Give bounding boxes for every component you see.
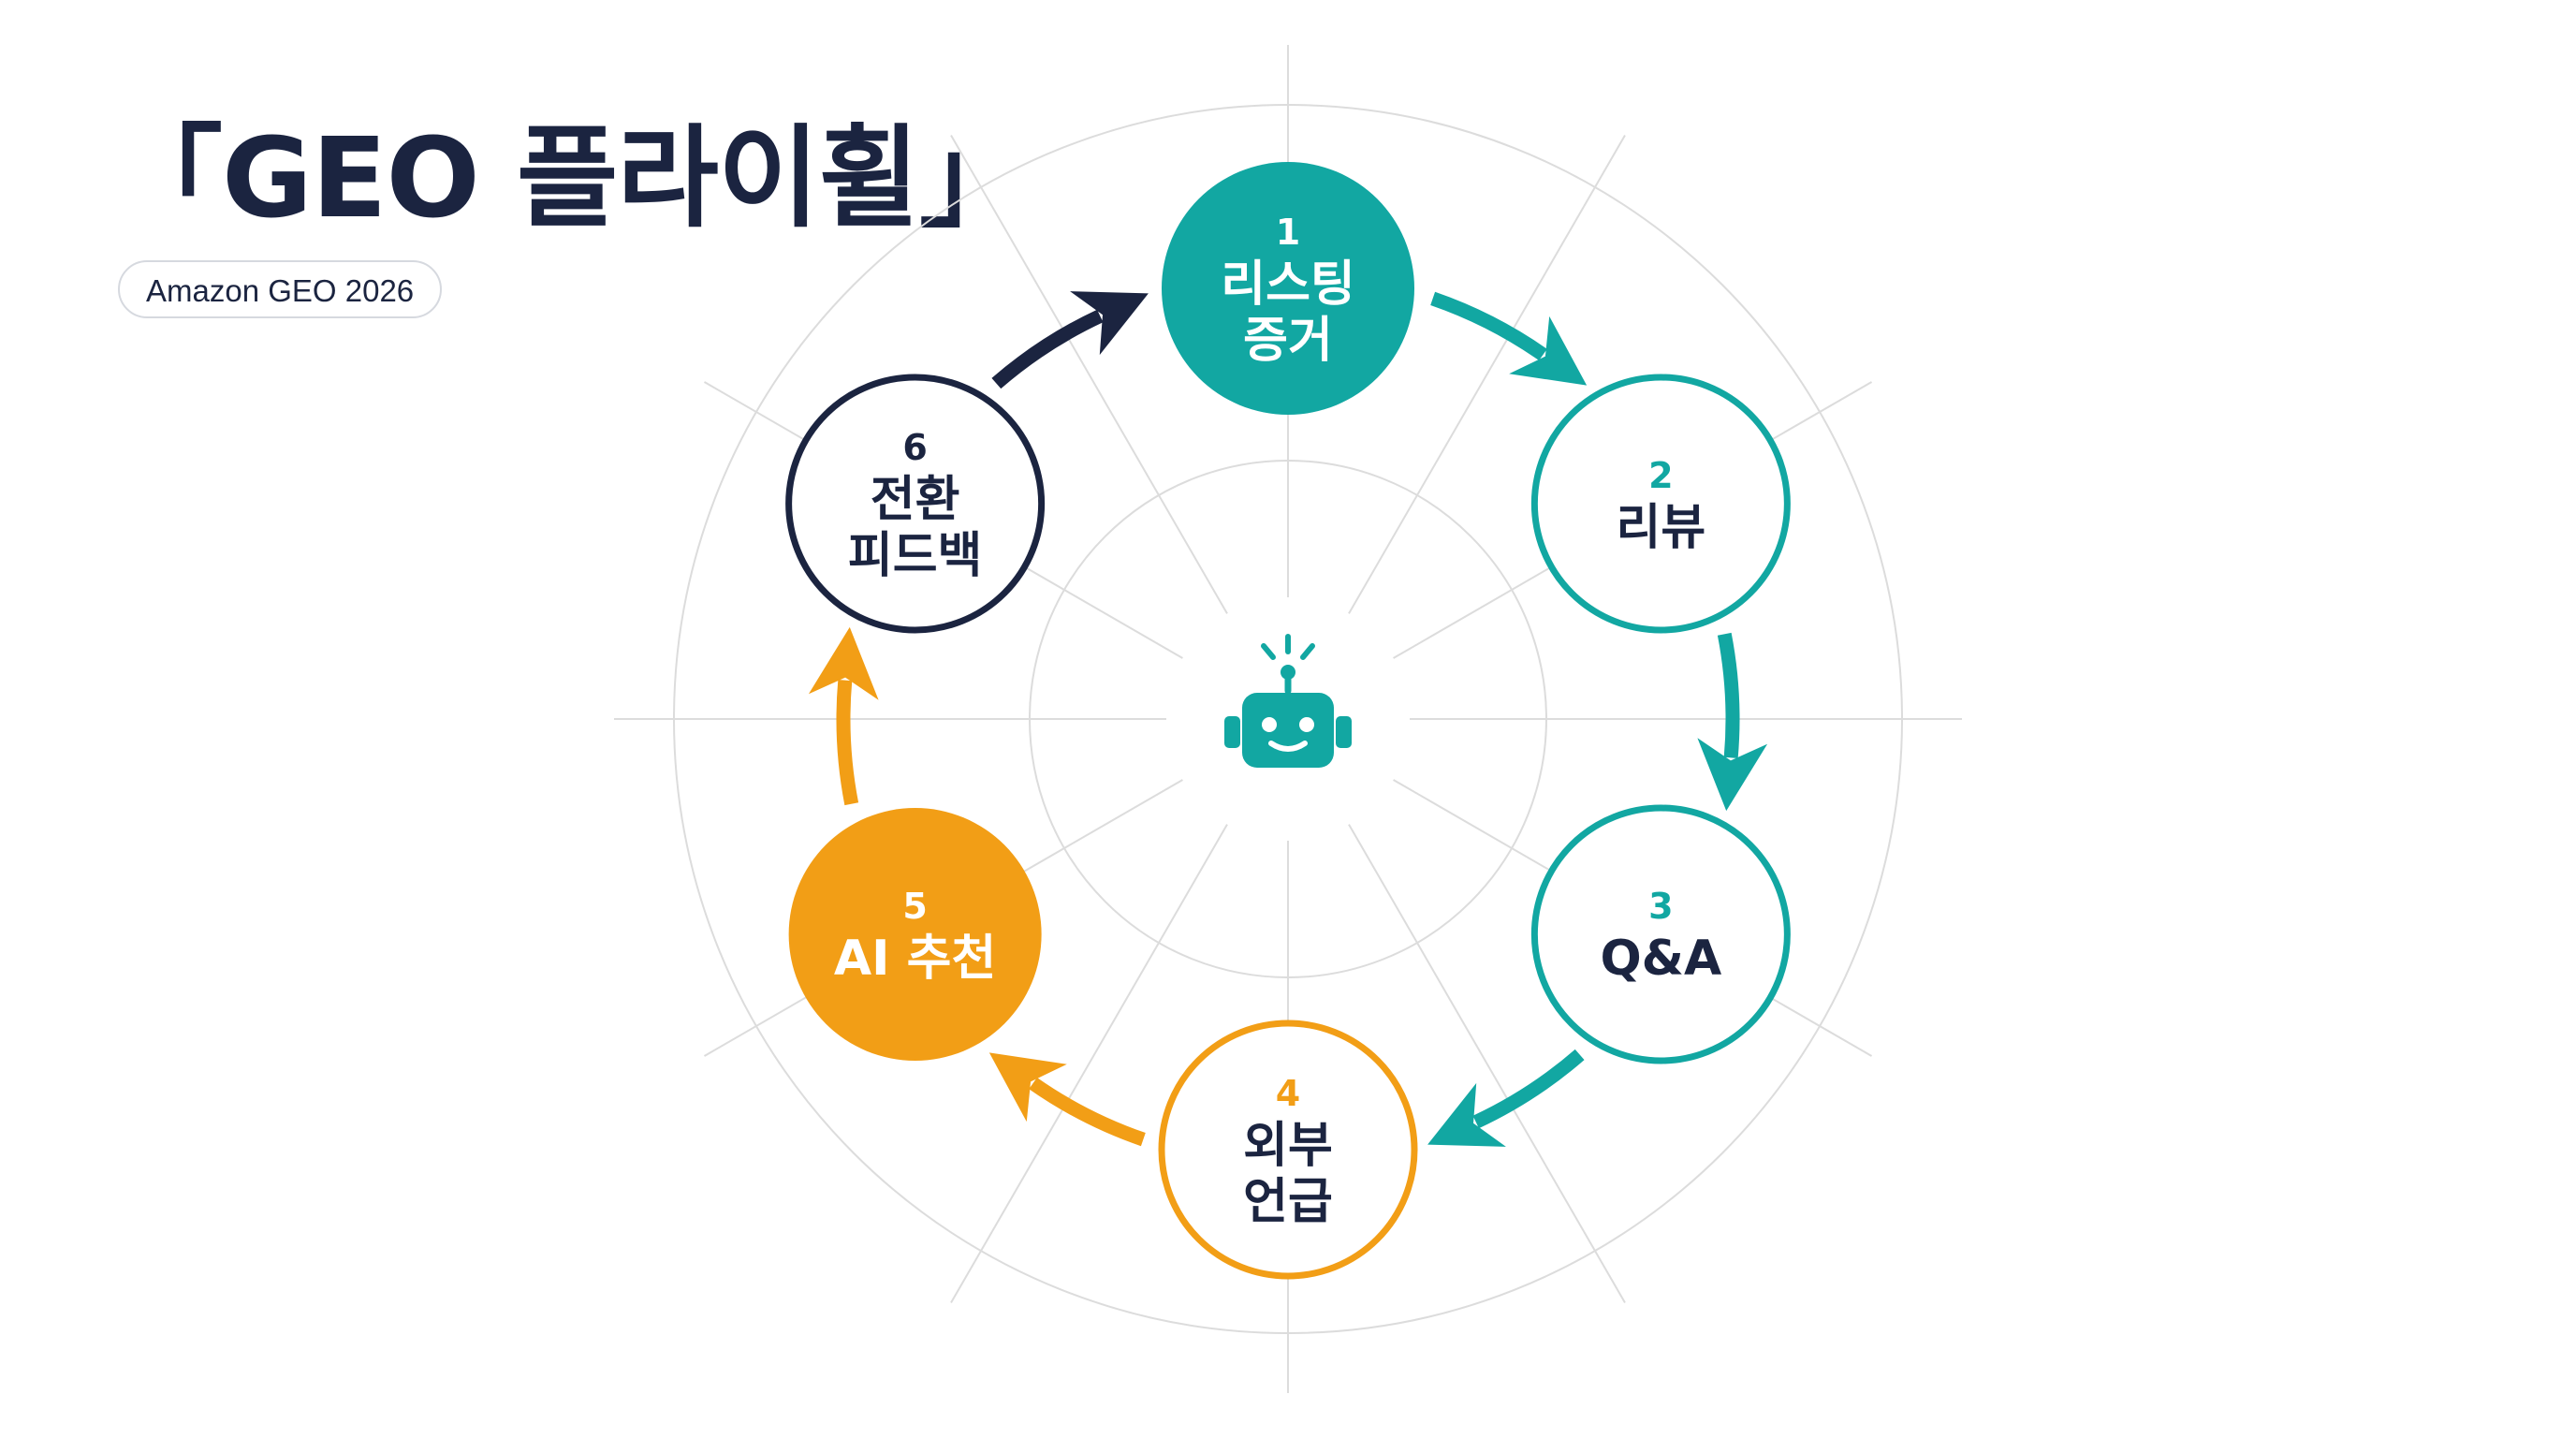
node-label: 리뷰 [1617,500,1706,556]
grid-spoke [950,824,1228,1304]
grid-spoke [950,134,1228,614]
arrow-6-to-1 [991,291,1149,389]
node-number: 4 [1276,1073,1300,1114]
node-number: 5 [902,886,927,927]
subtitle-badge: Amazon GEO 2026 [118,260,443,318]
node-label: 증거 [1243,313,1333,369]
node-label: 언급 [1243,1174,1333,1230]
grid-spoke [1348,824,1626,1304]
arrow-1-to-2 [1430,291,1588,386]
node-number: 2 [1648,455,1673,496]
node-circle [785,374,1046,634]
arrow-3-to-4 [1427,1049,1585,1147]
node-number: 1 [1276,212,1300,253]
flywheel-node-3: 3Q&A [1530,804,1791,1064]
node-label: 리스팅 [1221,257,1355,313]
grid-spoke [1348,134,1626,614]
node-label: 피드백 [848,528,983,584]
node-label: 전환 [871,472,960,528]
node-circle [1162,162,1414,415]
node-circle [1530,804,1791,1064]
flywheel-node-2: 2리뷰 [1530,374,1791,634]
node-circle [788,808,1042,1061]
robot-icon [1224,634,1352,768]
node-label: AI 추천 [834,931,996,987]
node-circle [1530,374,1791,634]
flywheel-node-5: 5AI 추천 [788,808,1042,1061]
arrow-5-to-6 [808,626,879,806]
node-label: 외부 [1243,1118,1333,1174]
node-label: Q&A [1600,931,1721,987]
node-number: 3 [1648,886,1673,927]
page-title: 「GEO 플라이휠」 [112,113,1030,242]
flow-arrows [808,291,1768,1147]
arrow-2-to-3 [1697,632,1768,812]
node-circle [1158,1020,1418,1280]
node-number: 6 [902,427,927,468]
arrow-4-to-5 [988,1052,1146,1147]
